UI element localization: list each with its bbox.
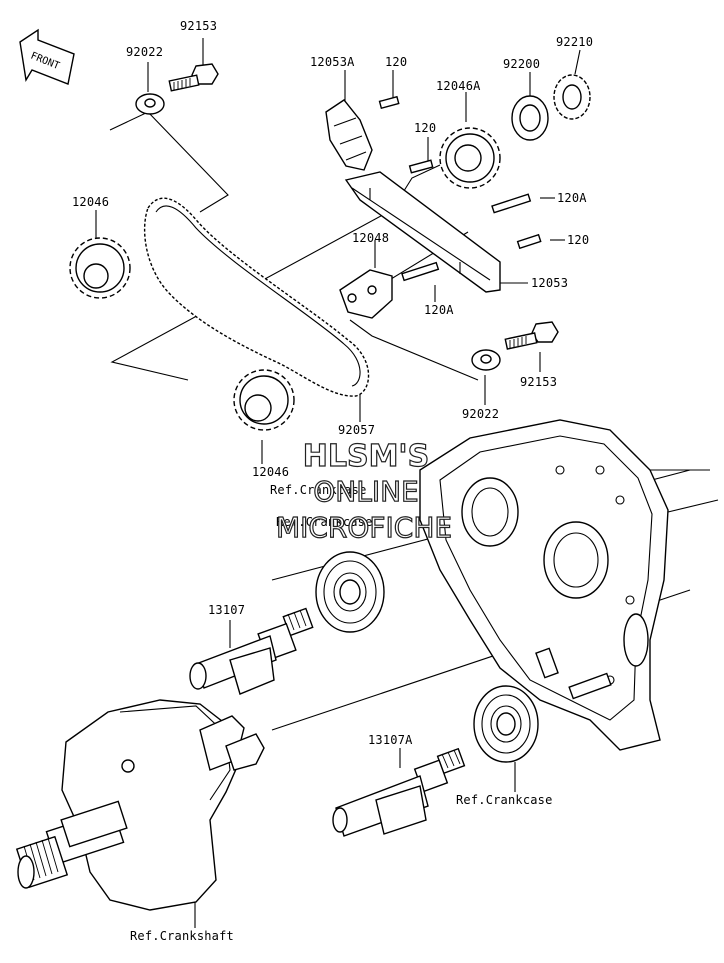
nut-92210	[553, 74, 591, 120]
label-92022-top: 92022	[126, 45, 164, 59]
label-92200: 92200	[503, 57, 541, 71]
label-92057: 92057	[338, 423, 376, 437]
chain-92057	[143, 197, 370, 397]
label-12046A: 12046A	[436, 79, 481, 93]
label-92022-bottom: 92022	[462, 407, 500, 421]
front-arrow-icon: FRONT	[19, 28, 75, 85]
label-ref-crankshaft: Ref.Crankshaft	[130, 929, 234, 943]
guide-12053	[344, 171, 501, 293]
sprocket-12046A	[439, 127, 501, 189]
label-12053A: 12053A	[310, 55, 355, 69]
bearing-upper	[315, 551, 385, 633]
watermark-line2: ONLINE	[313, 475, 420, 508]
bolt-120A-right	[491, 193, 532, 214]
shaft-13107	[189, 607, 314, 695]
crankshaft	[15, 699, 265, 911]
bolt-92153-top	[168, 63, 219, 92]
label-92153-top: 92153	[180, 19, 218, 33]
shaft-13107A	[332, 747, 466, 837]
label-ref-crankcase-3: Ref.Crankcase	[456, 793, 553, 807]
watermark-line3: MICROFICHE	[275, 511, 453, 544]
label-13107A: 13107A	[368, 733, 413, 747]
label-12048: 12048	[352, 231, 390, 245]
bolt-120-mid	[408, 159, 434, 174]
label-92153-bottom: 92153	[520, 375, 558, 389]
watermark-line1: HLSM'S	[302, 439, 430, 474]
label-12046-left: 12046	[72, 195, 110, 209]
crankcase	[419, 419, 719, 751]
bolt-92153-bottom	[504, 321, 559, 350]
label-12046-bottom: 12046	[252, 465, 290, 479]
label-12053: 12053	[531, 276, 569, 290]
washer-92022-bottom	[471, 349, 501, 371]
washer-92022-top	[135, 93, 165, 115]
sprocket-12046-left	[69, 237, 131, 299]
label-ref-crankcase-2: Ref.Crankcase	[276, 515, 373, 529]
tensioner-12053A	[325, 99, 373, 171]
bearing-lower	[473, 685, 539, 763]
sprocket-12046-bottom	[233, 369, 295, 431]
bolt-120A-bottom	[401, 261, 440, 282]
label-13107: 13107	[208, 603, 246, 617]
bolt-120-top	[378, 95, 400, 110]
label-120-top: 120	[385, 55, 408, 69]
label-120-mid: 120	[414, 121, 437, 135]
label-120A-bottom: 120A	[424, 303, 454, 317]
label-120-right: 120	[567, 233, 590, 247]
bolt-120-right	[516, 233, 542, 250]
washer-92200	[511, 95, 549, 141]
label-ref-crankcase-1: Ref.Crankcase	[270, 483, 367, 497]
tensioner-12048	[339, 269, 393, 319]
label-92210: 92210	[556, 35, 594, 49]
label-120A-right: 120A	[557, 191, 587, 205]
